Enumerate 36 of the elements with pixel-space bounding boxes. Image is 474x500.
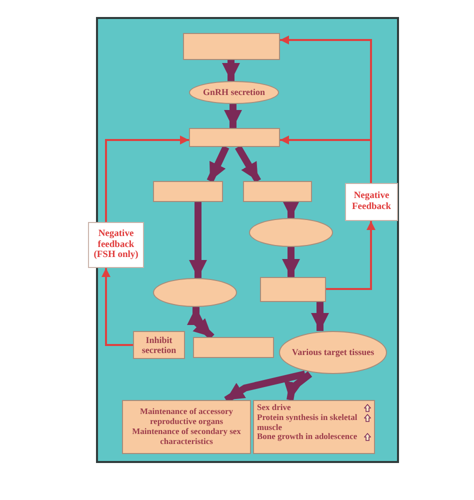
block-arrow [222, 60, 240, 81]
feedback-arrow [326, 221, 376, 290]
blank-box [260, 277, 326, 302]
node-text: Negative feedback (FSH only) [92, 228, 140, 262]
node-text: Negative Feedback [350, 191, 392, 213]
block-arrow [282, 247, 300, 277]
block-arrow [189, 202, 207, 278]
effect-text: Bone growth in adolescence [257, 432, 358, 442]
blank-box [189, 128, 280, 147]
effect-text: Maintenance of secondary sex characteristics [131, 427, 242, 447]
effect-text: Maintenance of accessory reproductive organs [138, 407, 234, 427]
effect-text: Sex drive [257, 403, 291, 413]
block-arrow [206, 146, 230, 182]
node-text: Inhibit secretion [140, 334, 178, 356]
node-text: Various target tissues [292, 347, 374, 358]
feedback-arrow [102, 268, 133, 346]
blank-box [243, 181, 312, 202]
block-arrow [224, 104, 242, 128]
feedback-label [88, 222, 144, 268]
process-box [253, 400, 375, 454]
block-arrow [234, 145, 262, 183]
block-arrow [282, 200, 300, 218]
block-arrow [224, 370, 306, 403]
process-box [133, 331, 185, 359]
process-box [122, 400, 251, 454]
blank-box [153, 181, 223, 202]
node-text: GnRH secretion [202, 87, 266, 98]
block-arrow [284, 371, 312, 401]
block-arrow [311, 302, 329, 331]
blank-box [193, 337, 274, 358]
effect-text: Protein synthesis in skeletal muscle [257, 412, 358, 432]
feedback-arrow [105, 136, 189, 222]
feedback-label [345, 183, 398, 221]
blank-box [183, 33, 280, 60]
block-arrow [187, 307, 214, 340]
feedback-arrow [280, 36, 372, 183]
